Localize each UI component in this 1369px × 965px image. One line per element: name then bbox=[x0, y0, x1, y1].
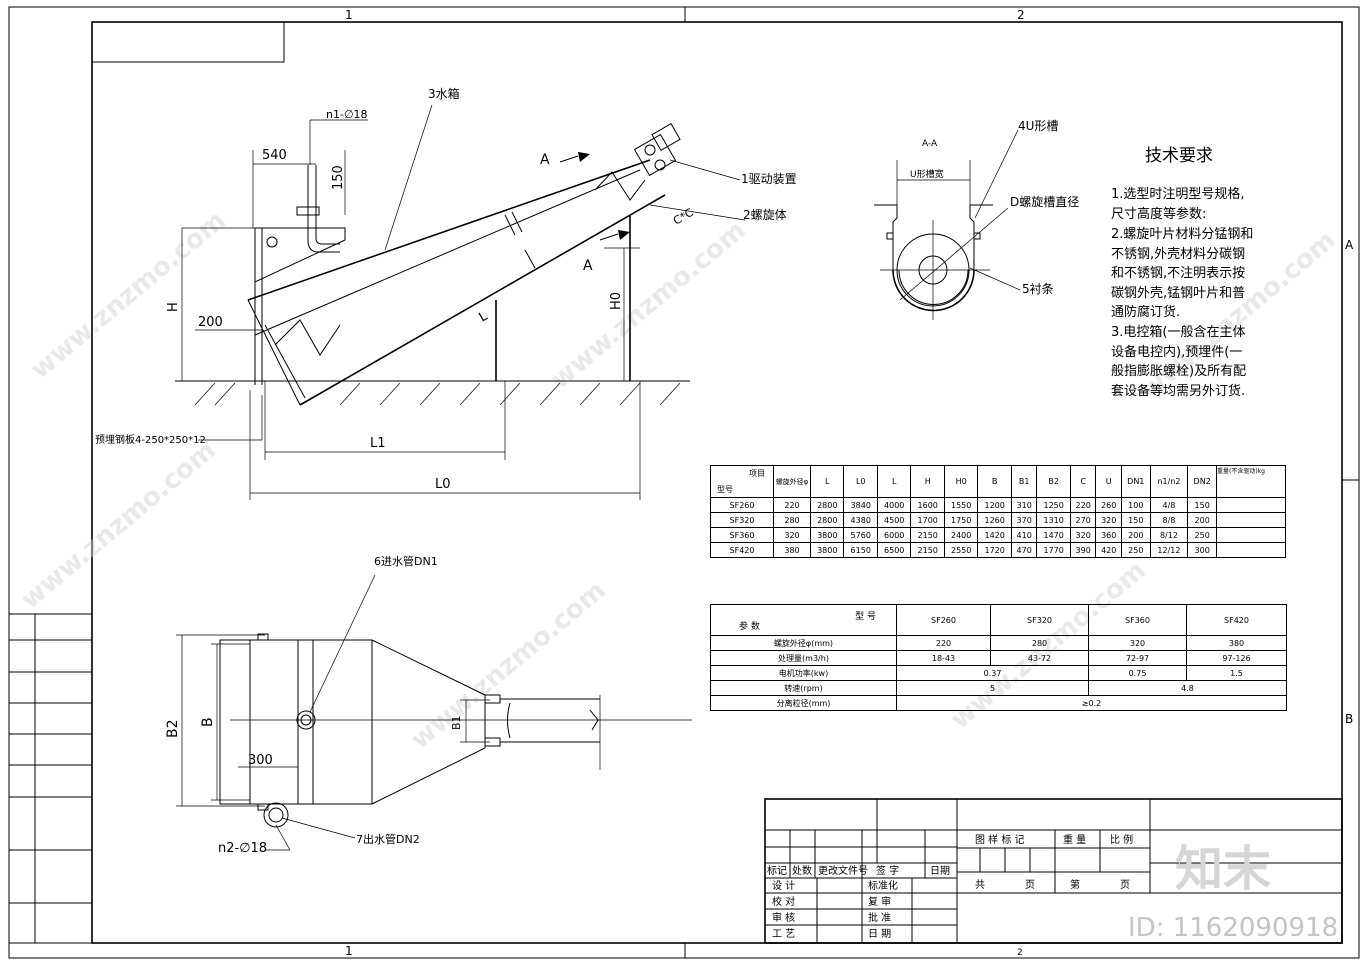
svg-text:套设备等均需另外订货.: 套设备等均需另外订货. bbox=[1111, 383, 1245, 399]
svg-text:碳钢外壳,锰钢叶片和普: 碳钢外壳,锰钢叶片和普 bbox=[1111, 286, 1245, 301]
svg-text:比 例: 比 例 bbox=[1110, 833, 1133, 846]
dim-150: 150 bbox=[331, 165, 346, 190]
label-bolt-holes-n1: n1-∅18 bbox=[326, 108, 368, 121]
svg-text:图 样 标 记: 图 样 标 记 bbox=[975, 833, 1025, 846]
svg-text:审 核: 审 核 bbox=[772, 911, 795, 924]
dimension-table: 项目 型号 螺旋外径φ L L0 L H H0 B B1 B2 C U DN1 … bbox=[710, 465, 1286, 558]
dim-B1: B1 bbox=[450, 715, 463, 730]
dim-L1: L1 bbox=[370, 436, 386, 451]
svg-text:般指膨胀螺栓)及所有配: 般指膨胀螺栓)及所有配 bbox=[1111, 363, 1246, 379]
svg-text:标记: 标记 bbox=[767, 865, 787, 877]
dim-L0: L0 bbox=[435, 477, 451, 492]
dim-200: 200 bbox=[198, 315, 223, 330]
title-block: 标记 处数 更改文件号 签 字 日期 设 计 标准化 校 对 复 审 审 核 批… bbox=[764, 798, 1343, 944]
section-title: A-A bbox=[922, 139, 938, 149]
param-corner: 型 号 参 数 bbox=[710, 604, 897, 636]
dim-B: B bbox=[200, 717, 216, 727]
svg-text:2.螺旋叶片材料分锰钢和: 2.螺旋叶片材料分锰钢和 bbox=[1111, 227, 1253, 242]
main-elevation-view: 3水箱 n1-∅18 540 150 200 H H0 L L1 L0 A A … bbox=[95, 86, 797, 500]
label-lining: 5衬条 bbox=[1022, 282, 1054, 296]
svg-text:不锈钢,外壳材料分碳钢: 不锈钢,外壳材料分碳钢 bbox=[1111, 247, 1245, 262]
label-outlet-pipe: 7出水管DN2 bbox=[356, 832, 420, 846]
zone-side-A: A bbox=[1345, 238, 1354, 252]
svg-text:设 计: 设 计 bbox=[772, 879, 795, 892]
svg-text:第: 第 bbox=[1070, 878, 1080, 891]
outer-frame bbox=[8, 6, 1360, 959]
label-screw: 2螺旋体 bbox=[743, 208, 787, 222]
svg-text:重 量: 重 量 bbox=[1063, 833, 1086, 846]
zone-bottom-1: 1 bbox=[345, 944, 353, 958]
section-aa-view: A-A 4U形槽 U形槽宽 D螺旋槽直径 5衬条 bbox=[874, 119, 1079, 320]
svg-text:处数: 处数 bbox=[792, 864, 812, 877]
svg-text:批 准: 批 准 bbox=[868, 911, 891, 924]
section-mark-A-top: A bbox=[540, 152, 550, 168]
dim-H0: H0 bbox=[609, 292, 624, 310]
table-corner: 项目 型号 bbox=[710, 465, 774, 498]
svg-text:复 审: 复 审 bbox=[868, 895, 891, 908]
dim-L: L bbox=[477, 308, 491, 325]
svg-text:日期: 日期 bbox=[930, 865, 950, 877]
zone-top-1: 1 bbox=[345, 8, 353, 22]
label-screw-diameter: D螺旋槽直径 bbox=[1010, 195, 1079, 209]
svg-text:1.选型时注明型号规格,: 1.选型时注明型号规格, bbox=[1111, 186, 1245, 202]
tech-requirements: 技术要求 1.选型时注明型号规格, 尺寸高度等参数: 2.螺旋叶片材料分锰钢和 … bbox=[1111, 146, 1253, 399]
svg-text:和不锈钢,不注明表示按: 和不锈钢,不注明表示按 bbox=[1111, 266, 1245, 281]
svg-text:日 期: 日 期 bbox=[868, 928, 891, 940]
watermark-logo: 知末 bbox=[1175, 841, 1271, 897]
label-drive: 1驱动装置 bbox=[741, 172, 797, 186]
label-embedded-plate: 预埋钢板4-250*250*12 bbox=[95, 433, 206, 446]
svg-text:更改文件号: 更改文件号 bbox=[818, 864, 868, 877]
svg-text:校 对: 校 对 bbox=[772, 895, 795, 908]
inner-frame bbox=[91, 21, 1343, 944]
dim-B2: B2 bbox=[165, 719, 181, 738]
label-water-tank: 3水箱 bbox=[428, 86, 460, 101]
svg-text:工 艺: 工 艺 bbox=[772, 928, 795, 940]
table-row: 分离粒径(mm) ≥0.2 bbox=[710, 695, 1287, 711]
zone-top-2: 2 bbox=[1017, 8, 1025, 22]
watermark-id: ID: 1162090918 bbox=[1128, 913, 1338, 943]
svg-text:尺寸高度等参数:: 尺寸高度等参数: bbox=[1111, 206, 1206, 222]
parameter-table: 型 号 参 数 SF260 SF320 SF360 SF420 螺旋外径φ(mm… bbox=[710, 604, 1287, 711]
dim-300: 300 bbox=[248, 753, 273, 768]
svg-text:www.znzmo.com: www.znzmo.com bbox=[25, 205, 231, 385]
label-u-width: U形槽宽 bbox=[910, 168, 944, 180]
svg-text:签 字: 签 字 bbox=[876, 864, 899, 877]
label-bolt-holes-n2: n2-∅18 bbox=[218, 841, 267, 856]
label-u-trough: 4U形槽 bbox=[1018, 119, 1058, 133]
zone-side-B: B bbox=[1345, 712, 1353, 726]
svg-text:共: 共 bbox=[975, 879, 985, 891]
plan-view: 6进水管DN1 7出水管DN2 B2 B B1 300 n2-∅18 bbox=[165, 554, 692, 856]
left-margin-table bbox=[8, 613, 93, 944]
svg-text:页: 页 bbox=[1025, 879, 1035, 891]
svg-text:设备电控内),预埋件(一: 设备电控内),预埋件(一 bbox=[1111, 344, 1242, 360]
dim-540: 540 bbox=[262, 148, 287, 163]
svg-text:3.电控箱(一般含在主体: 3.电控箱(一般含在主体 bbox=[1111, 324, 1245, 340]
section-mark-A-bottom: A bbox=[583, 258, 593, 274]
svg-text:www.znzmo.com: www.znzmo.com bbox=[15, 435, 221, 615]
tech-title: 技术要求 bbox=[1145, 146, 1213, 166]
svg-text:通防腐订货.: 通防腐订货. bbox=[1111, 304, 1180, 320]
label-inlet-pipe: 6进水管DN1 bbox=[374, 554, 438, 568]
svg-text:www.znzmo.com: www.znzmo.com bbox=[545, 215, 751, 395]
svg-text:标准化: 标准化 bbox=[868, 879, 898, 892]
zone-bottom-2: 2 bbox=[1017, 948, 1023, 958]
svg-text:页: 页 bbox=[1120, 879, 1130, 891]
dim-H: H bbox=[166, 302, 181, 312]
